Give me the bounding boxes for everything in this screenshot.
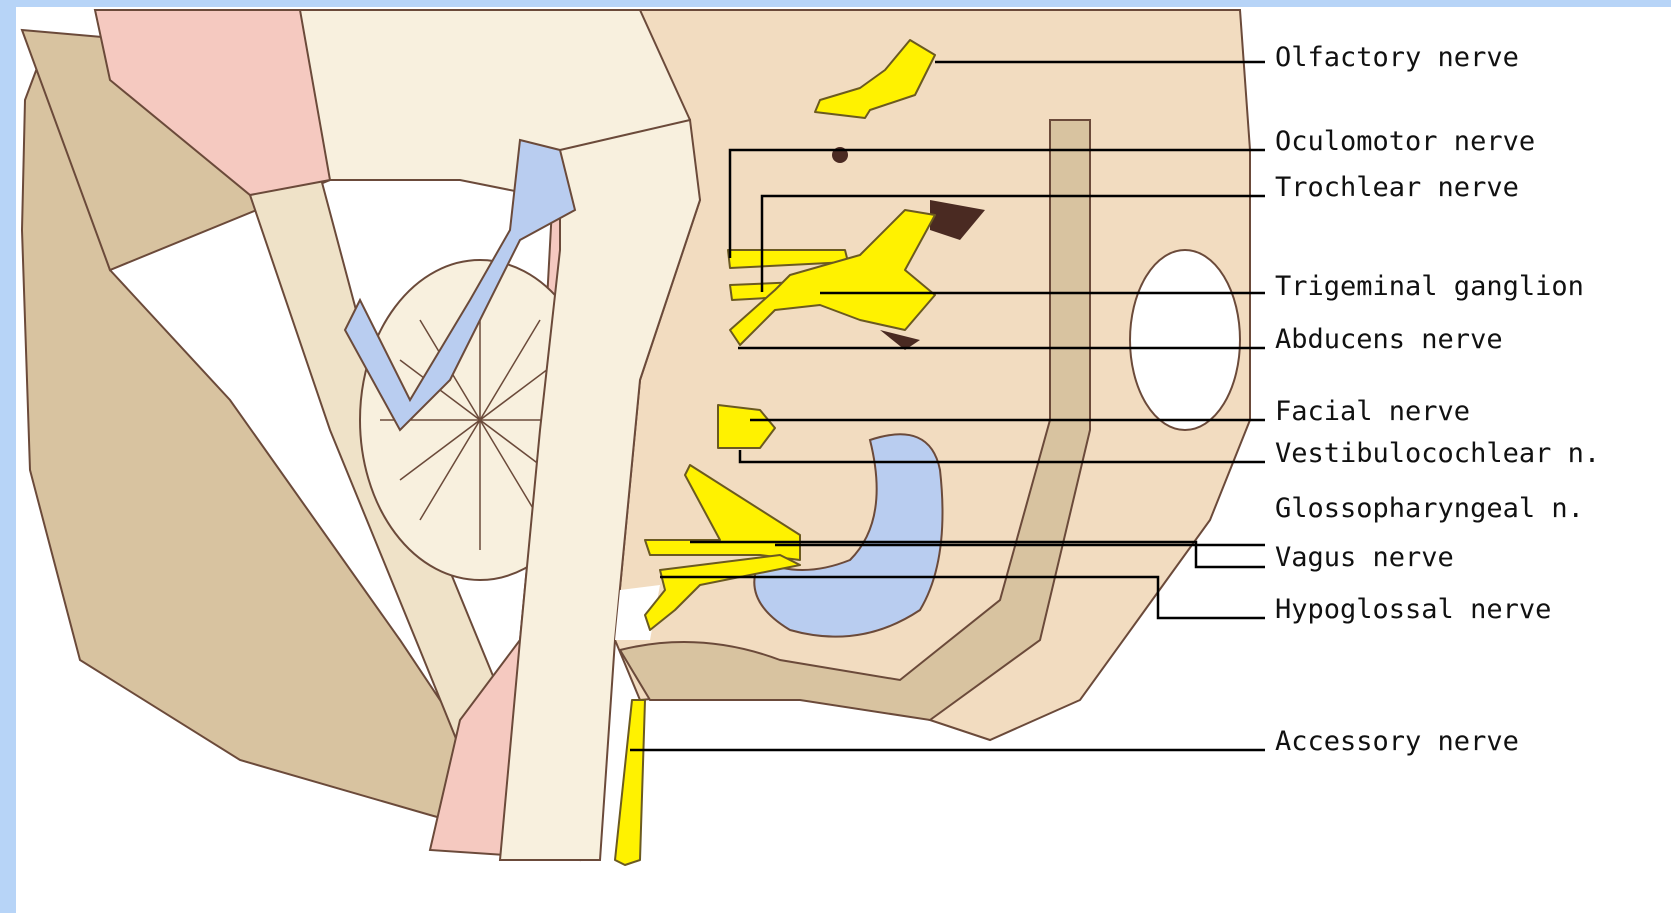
frame-left [0,0,16,913]
label-olfactory-nerve: Olfactory nerve [1275,42,1519,73]
label-facial-nerve: Facial nerve [1275,396,1470,427]
label-hypoglossal-nerve: Hypoglossal nerve [1275,594,1551,625]
label-trochlear-nerve: Trochlear nerve [1275,172,1519,203]
frame-top [0,0,1671,7]
label-accessory-nerve: Accessory nerve [1275,726,1519,757]
accessory-nerve-shape [615,700,645,865]
label-glossopharyngeal-nerve: Glossopharyngeal n. [1275,493,1584,524]
label-vagus-nerve: Vagus nerve [1275,542,1454,573]
orbit-opening [1130,250,1240,430]
label-trigeminal-ganglion: Trigeminal ganglion [1275,271,1584,302]
label-vestibulocochlear-nerve: Vestibulocochlear n. [1275,438,1600,469]
label-abducens-nerve: Abducens nerve [1275,324,1503,355]
label-oculomotor-nerve: Oculomotor nerve [1275,126,1535,157]
